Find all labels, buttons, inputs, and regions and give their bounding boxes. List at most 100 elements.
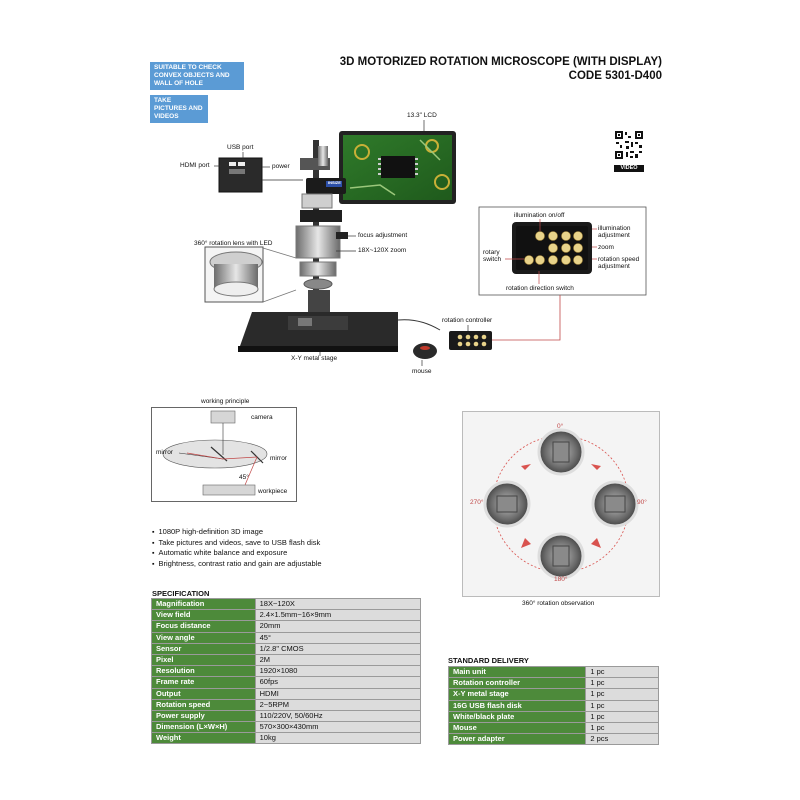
principle-camera: camera [251,414,273,421]
principle-title: working principle [199,398,252,405]
rotation-caption: 360° rotation observation [522,600,595,607]
delivery-qty: 1 pc [585,710,659,723]
spec-key: Magnification [151,597,256,611]
spec-key: Focus distance [151,620,256,633]
rotation-lens-inset [204,246,264,303]
delivery-item: Mouse [447,721,587,735]
spec-key: Pixel [151,653,256,667]
delivery-qty: 2 pcs [585,733,659,746]
qr-video-label: VIDEO [614,165,644,172]
delivery-item: Rotation controller [447,677,587,690]
rotation-270: 270° [470,499,484,506]
delivery-qty: 1 pc [585,699,659,712]
delivery-title: STANDARD DELIVERY [448,656,529,665]
product-code: CODE 5301-D400 [568,70,662,82]
delivery-item: Main unit [447,665,587,679]
controller-leader-lines [505,219,597,284]
spec-value: 570×300×430mm [254,721,422,734]
spec-value: 2~5RPM [254,698,422,711]
label-rot-dir: rotation direction switch [506,285,574,292]
camera-box [218,157,263,193]
principle-workpiece: workpiece [258,488,288,495]
label-illum-onoff: illumination on/off [514,212,565,219]
spec-value: HDMI [254,687,422,700]
spec-key: Resolution [151,665,256,678]
delivery-item: X-Y metal stage [447,688,587,701]
qr-code-icon [614,130,644,160]
rotation-180: 180° [554,576,568,583]
list-item: 1080P high-definition 3D image [152,527,322,538]
spec-key: Dimension (L×W×H) [151,721,256,734]
list-item: Take pictures and videos, save to USB fl… [152,538,322,549]
delivery-item: Power adapter [447,733,587,746]
label-controller: rotation controller [442,317,493,324]
rotation-0: 0° [557,423,564,430]
label-rot-speed: rotation speed adjustment [598,256,640,270]
spec-value: 18X~120X [254,597,422,611]
mouse [413,343,437,359]
list-item: Brightness, contrast ratio and gain are … [152,559,321,570]
delivery-qty: 1 pc [585,688,659,701]
qr-code[interactable]: VIDEO [614,130,644,172]
spec-value: 1920×1080 [254,665,422,678]
rotation-controller [449,331,492,350]
lcd-monitor [339,131,456,204]
label-zoom: 18X~120X zoom [358,247,407,254]
spec-key: View field [151,609,256,622]
spec-key: Output [151,687,256,700]
spec-key: Frame rate [151,676,256,689]
principle-box [151,407,297,502]
spec-key: View angle [151,631,256,644]
brand-logo: INSIZE [328,180,341,185]
spec-key: Weight [151,732,256,745]
spec-value: 60fps [254,676,422,689]
delivery-item: White/black plate [447,710,587,723]
rotation-panel [462,411,660,597]
spec-value: 110/220V, 50/60Hz [254,709,422,723]
spec-key: Sensor [151,642,256,655]
base-plate [238,312,398,352]
label-usb-port: USB port [227,144,254,151]
principle-mirror-left: mirror [156,449,173,456]
delivery-item: 16G USB flash disk [447,699,587,712]
spec-value: 1/2.8" CMOS [254,642,422,655]
list-item: Automatic white balance and exposure [152,548,322,559]
principle-mirror-right: mirror [270,455,287,462]
label-lcd: 13.3" LCD [407,112,437,119]
principle-angle: 45° [239,474,249,481]
delivery-qty: 1 pc [585,665,659,679]
principle-diagram [162,410,268,496]
spec-value: 20mm [254,620,422,633]
controller-buttons [524,231,583,265]
rotation-90: 90° [637,499,647,506]
label-mouse: mouse [412,368,432,375]
spec-key: Rotation speed [151,698,256,711]
label-power: power [272,163,290,170]
label-focus: focus adjustment [358,232,408,239]
label-hdmi-port: HDMI port [180,162,210,169]
page-title: 3D MOTORIZED ROTATION MICROSCOPE (WITH D… [339,56,662,68]
label-illum-adj: illumination adjustment [598,225,631,239]
table-row: Dimension (L×W×H)570×300×430mm [151,721,422,734]
spec-value: 2.4×1.5mm~16×9mm [254,609,422,622]
delivery-qty: 1 pc [585,677,659,690]
label-zoom-btn: zoom [598,244,614,251]
